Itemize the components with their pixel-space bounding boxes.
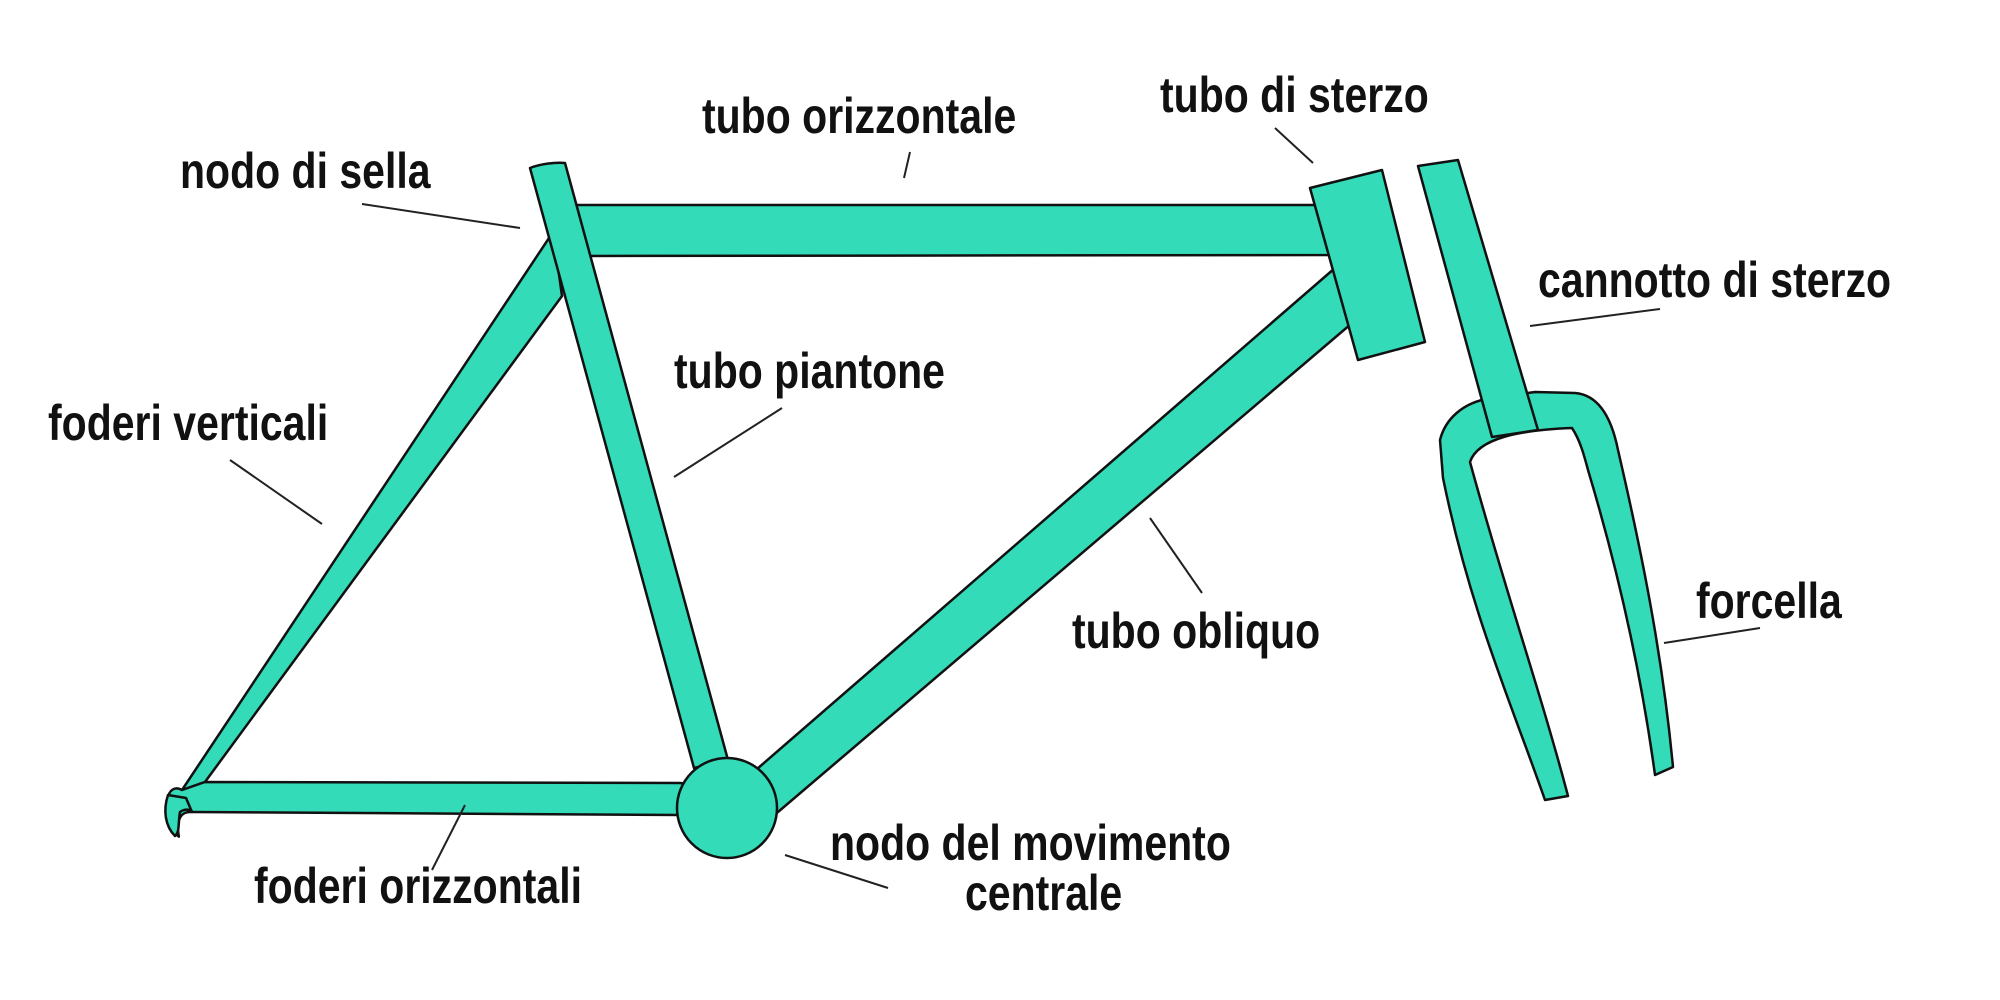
label-steerer-tube: cannotto di sterzo [1538, 252, 1891, 308]
leader-seat-cluster [361, 203, 521, 229]
steerer-tube-shape [1416, 158, 1540, 439]
head-tube-shape [1308, 168, 1427, 362]
leader-bottom-bracket [784, 854, 889, 889]
label-head-tube: tubo di sterzo [1160, 67, 1429, 123]
leader-head-tube [1274, 127, 1314, 164]
label-seat-stays: foderi verticali [48, 395, 328, 451]
label-fork: forcella [1696, 573, 1842, 629]
label-down-tube: tubo obliquo [1072, 603, 1320, 659]
leader-chain-stays [431, 804, 466, 871]
leader-steerer-tube [1529, 308, 1661, 327]
label-bottom-bracket-line2: centrale [965, 865, 1122, 921]
dropout-hook-shape [164, 793, 194, 838]
leader-fork [1663, 627, 1761, 644]
leader-seat-stays [229, 459, 323, 525]
label-seat-tube: tubo piantone [674, 343, 945, 399]
label-seat-cluster: nodo di sella [180, 143, 431, 199]
leader-top-tube [903, 151, 911, 179]
label-chain-stays: foderi orizzontali [254, 858, 582, 914]
bottom-bracket-shape [675, 756, 779, 860]
label-top-tube: tubo orizzontale [702, 88, 1016, 144]
label-bottom-bracket-line1: nodo del movimento [830, 815, 1231, 871]
seat-tube-shape [528, 161, 730, 770]
seat-stays-shape [180, 230, 564, 792]
top-tube-shape [568, 203, 1339, 258]
leader-seat-tube [673, 407, 783, 478]
leader-down-tube [1149, 517, 1203, 594]
fork-shape [1438, 390, 1675, 802]
chain-stays-shape [166, 780, 702, 838]
